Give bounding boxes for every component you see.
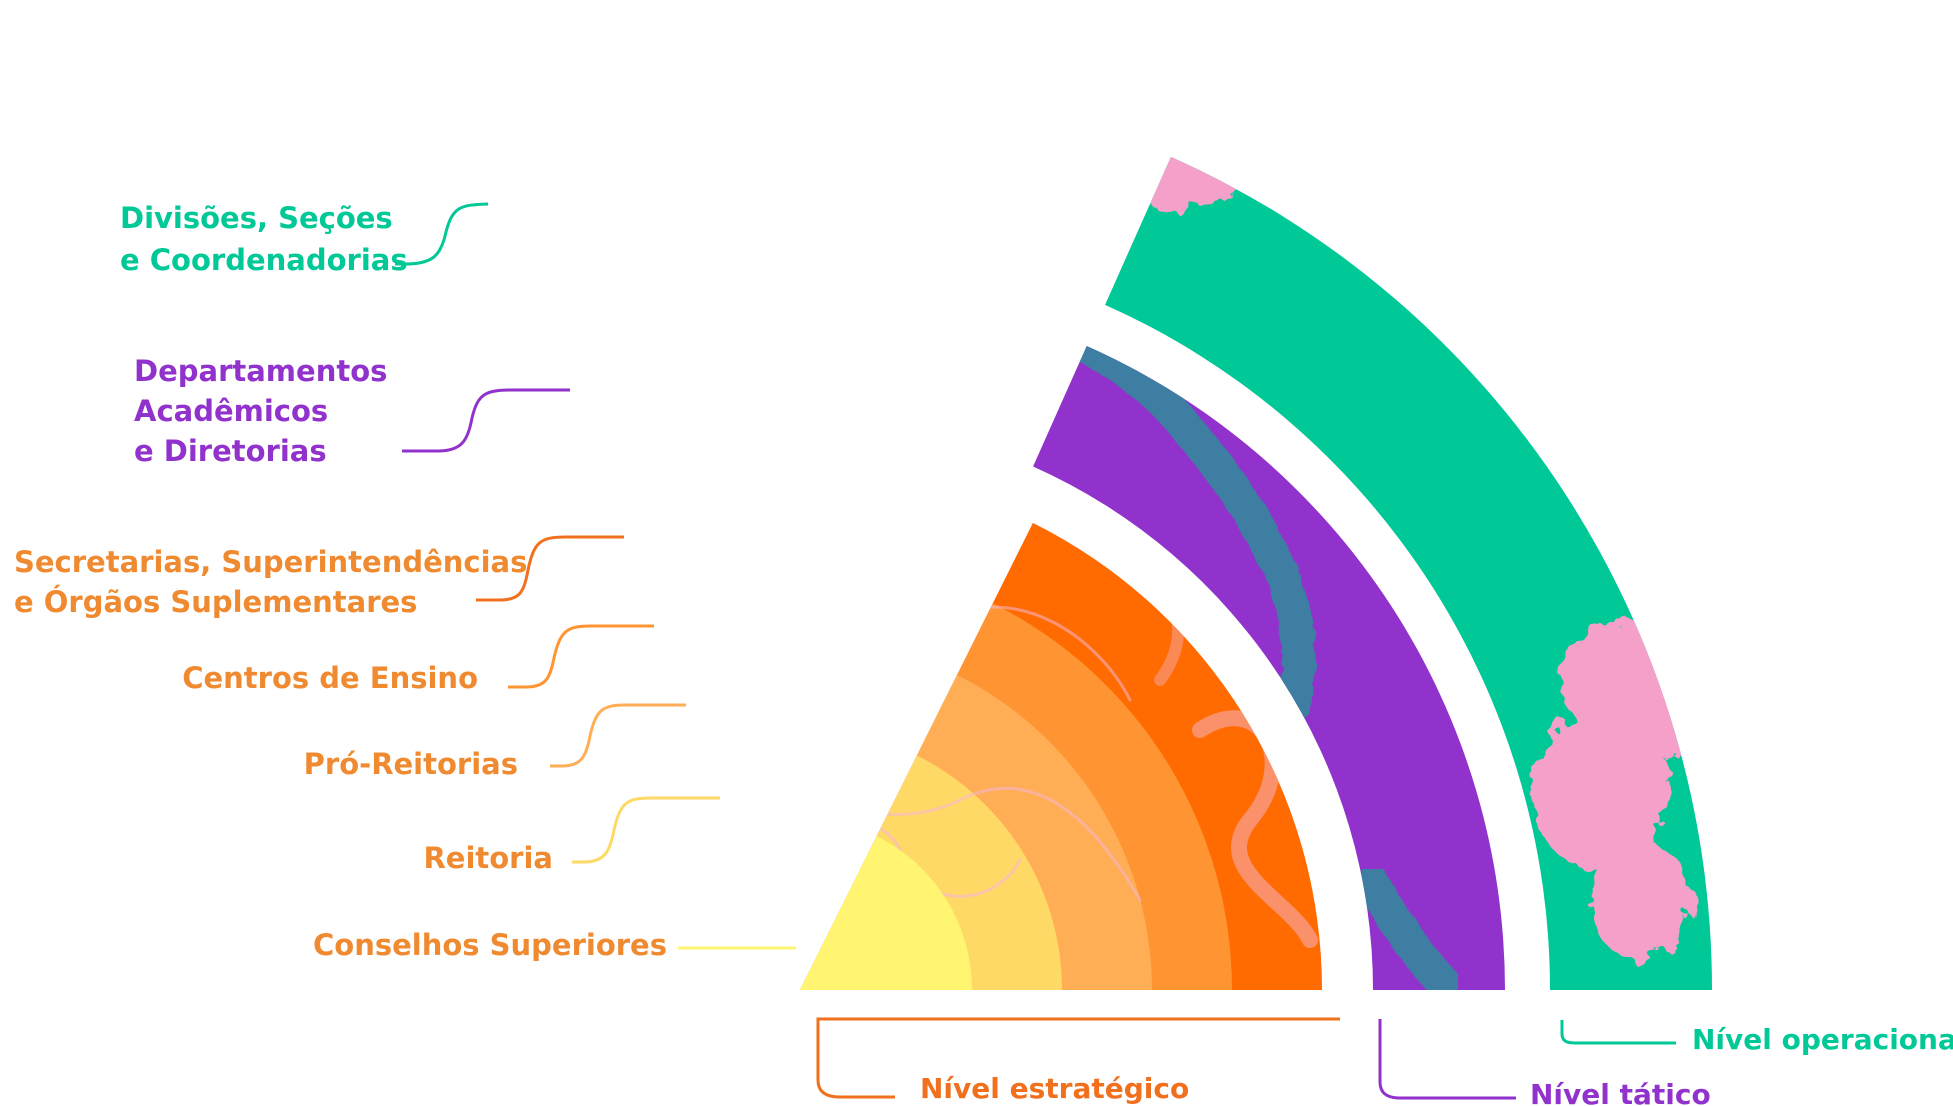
teal-brush-streaks (1033, 345, 1467, 990)
teal-streak (1033, 345, 1316, 757)
connector-centros (508, 624, 654, 689)
label-conselhos: Conselhos Superiores (313, 928, 667, 962)
label-centros: Centros de Ensino (182, 661, 478, 695)
connector-pro (550, 703, 686, 768)
bracket-estrategico (816, 1017, 1340, 1099)
squiggle-line (876, 786, 1142, 902)
connector-secretarias (476, 535, 624, 602)
bracket-tatico (1378, 1019, 1516, 1100)
label-departamentos-line1: Departamentos (134, 354, 387, 388)
squiggle-line (1192, 710, 1318, 948)
ring-departamentos (1033, 345, 1505, 990)
label-nivel-estrategico: Nível estratégico (920, 1072, 1189, 1105)
pink-splotch (700, 25, 820, 85)
label-secretarias-line1: Secretarias, Superintendências (14, 545, 527, 579)
label-divisoes: Divisões, Seções e Coordenadorias (120, 201, 408, 277)
pink-splotch (1590, 840, 1690, 960)
connector-departamentos (402, 388, 570, 453)
label-departamentos-line2: Acadêmicos (134, 394, 328, 428)
pink-splotch (910, 25, 1050, 75)
label-departamentos: Departamentos Acadêmicos e Diretorias (134, 354, 398, 468)
pink-splotch (1020, 85, 1180, 155)
label-nivel-operacional: Nível operacional (1692, 1023, 1953, 1056)
connector-reitoria (572, 796, 720, 864)
label-departamentos-line3: e Diretorias (134, 434, 327, 468)
pink-splotch (1120, 156, 1240, 210)
label-nivel-tatico: Nível tático (1530, 1078, 1711, 1106)
label-pro-reitorias: Pró-Reitorias (304, 747, 518, 781)
pink-splotch (425, 110, 565, 190)
teal-streak (1353, 863, 1467, 990)
pink-splotch (1620, 680, 1700, 760)
label-divisoes-line2: e Coordenadorias (120, 243, 408, 277)
connector-lines (395, 202, 796, 950)
connector-divisoes (395, 202, 489, 266)
level-brackets (816, 1017, 1676, 1100)
label-reitoria: Reitoria (423, 841, 553, 875)
label-secretarias-line2: e Órgãos Suplementares (14, 585, 417, 619)
squiggle-line (876, 685, 1022, 898)
bracket-operacional (1560, 1020, 1676, 1045)
label-divisoes-line1: Divisões, Seções (120, 201, 393, 235)
ring-conselhos (800, 836, 972, 990)
pink-splotch (510, 42, 690, 98)
squiggle-line (876, 522, 907, 567)
label-secretarias: Secretarias, Superintendências e Órgãos … (14, 545, 538, 619)
